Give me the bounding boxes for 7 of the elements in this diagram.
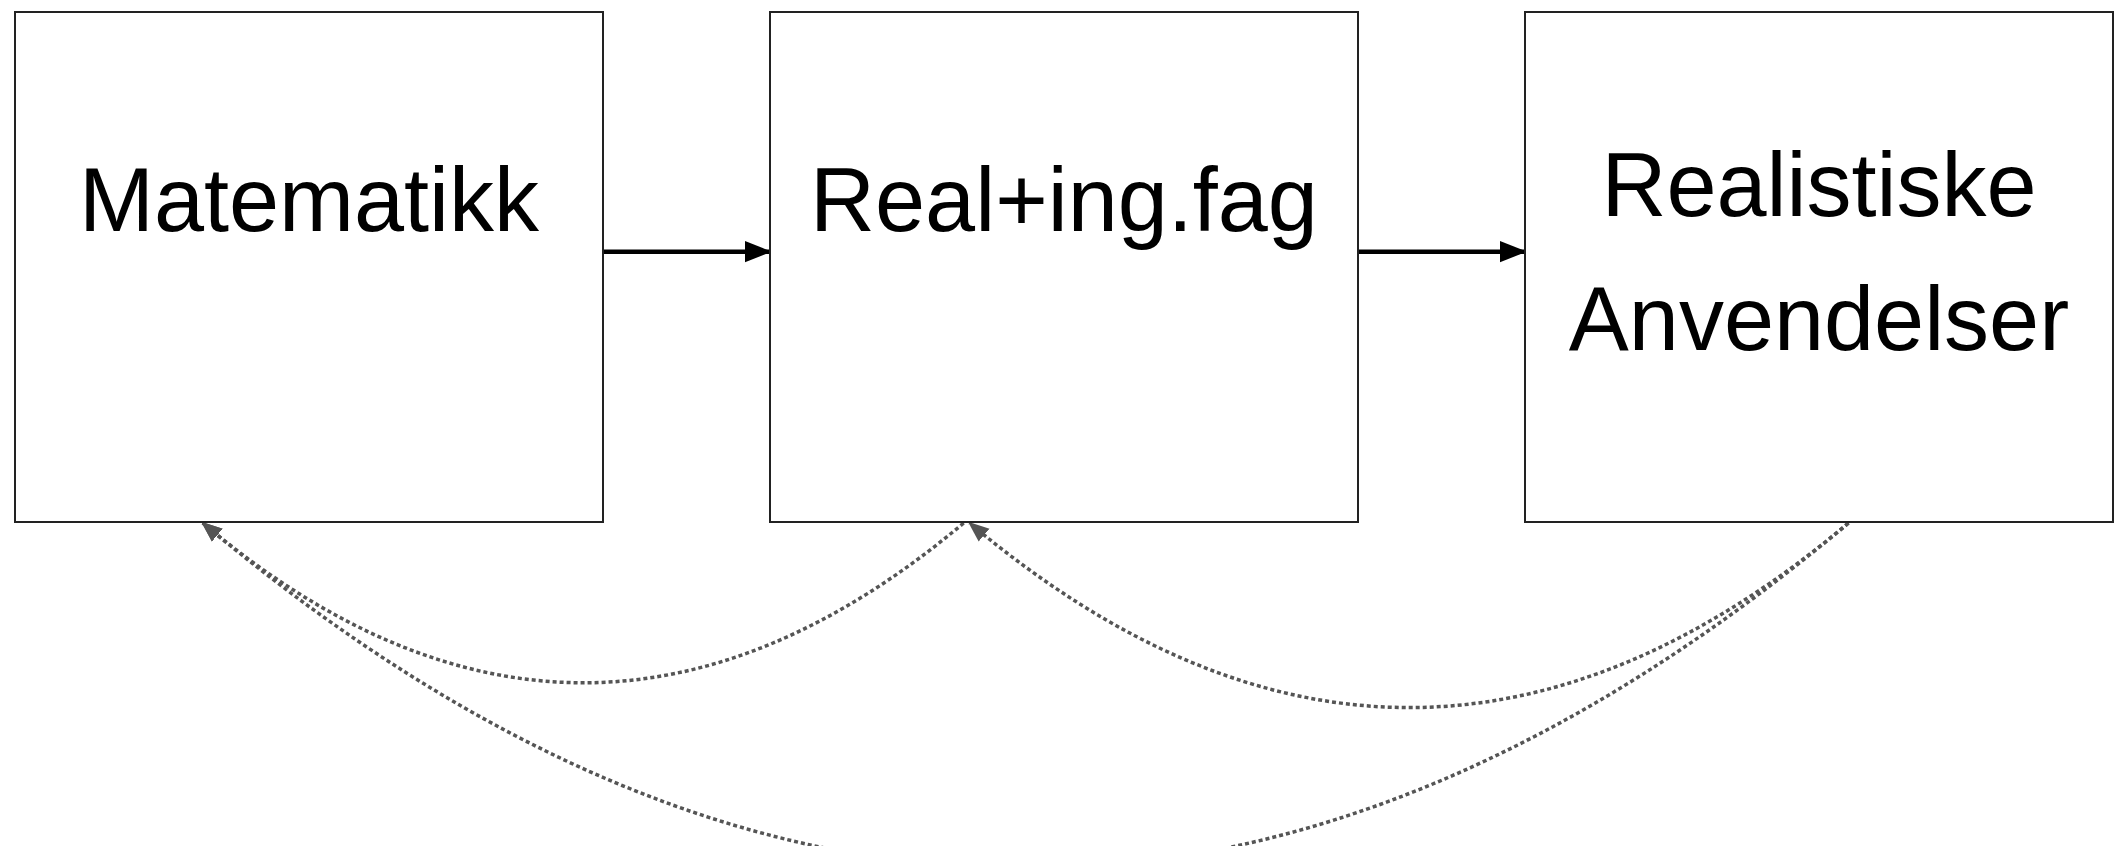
arrow bbox=[201, 521, 1850, 846]
process-box bbox=[769, 11, 1359, 523]
box-label: Realistiske Anvendelser bbox=[1567, 134, 2071, 371]
process-box bbox=[1524, 11, 2114, 523]
box-label: Matematikk bbox=[78, 149, 540, 252]
process-box bbox=[14, 11, 604, 523]
box-label: Real+ing.fag bbox=[810, 149, 1318, 252]
